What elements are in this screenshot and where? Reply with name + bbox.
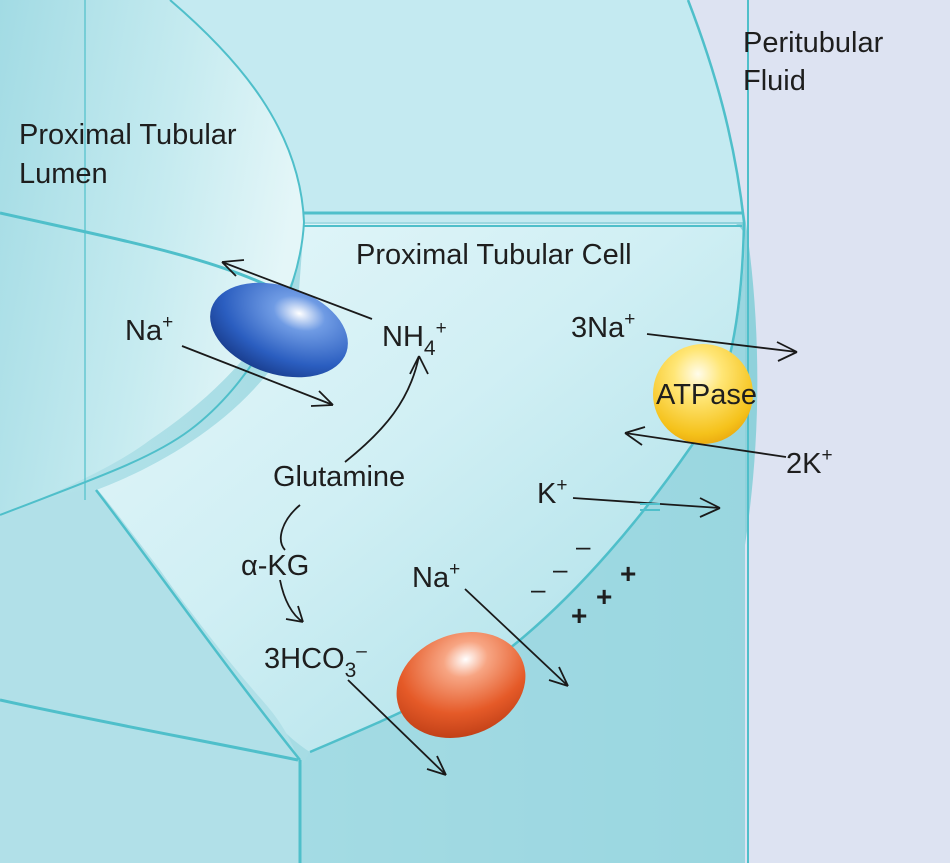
hco3-cotransport-arrow (347, 679, 447, 776)
glutamine-to-akg-arrow (280, 504, 301, 551)
atpase-label: ATPase (656, 379, 757, 411)
nhe3-exchanger (210, 282, 348, 378)
three-na-label: 3Na+ (571, 309, 635, 344)
akg-to-hco3-arrow (279, 579, 304, 623)
na-reabsorption-arrow (181, 345, 334, 407)
two-k-label: 2K+ (786, 445, 833, 480)
proximal-tubular-cell (96, 224, 745, 752)
peritubular-label-line1: Peritubular (743, 27, 884, 59)
glutamine-label: Glutamine (273, 461, 405, 493)
cell-label: Proximal Tubular Cell (356, 239, 632, 271)
lower-left-cell (0, 489, 300, 863)
nh4-label: NH4+ (382, 318, 447, 360)
upper-cell (0, 0, 744, 222)
alpha-kg-label: α-KG (241, 550, 309, 582)
cell-junction-lower (0, 698, 299, 762)
minus-charge: – (553, 554, 568, 584)
na-k-atpase-pump (653, 344, 753, 444)
membrane-charges: – – – + + + (531, 531, 636, 631)
three-na-efflux-arrow (646, 333, 798, 362)
two-k-influx-arrow (624, 426, 787, 458)
lumen-label-line1: Proximal Tubular (19, 119, 237, 151)
hco3-label: 3HCO3– (264, 641, 367, 682)
minus-charge: – (576, 531, 591, 561)
lateral-membrane (95, 489, 301, 761)
na-basolateral-label: Na+ (412, 559, 460, 594)
minus-charge: – (531, 574, 546, 604)
peritubular-label-line2: Fluid (743, 65, 806, 97)
plus-charge: + (571, 600, 587, 631)
plus-charge: + (620, 558, 636, 589)
arrows (181, 259, 798, 776)
na-lumen-label: Na+ (125, 312, 173, 347)
na-cotransport-arrow (464, 588, 569, 687)
lumen-label-line2: Lumen (19, 158, 108, 190)
k-channel (640, 503, 660, 511)
k-label: K+ (537, 475, 567, 510)
plus-charge: + (596, 581, 612, 612)
nh4-secretion-arrow (221, 259, 373, 320)
na-hco3-cotransporter (396, 632, 526, 738)
glutamine-to-nh4-arrow (344, 355, 429, 463)
upper-cell-apical-membrane (169, 0, 305, 223)
tubular-lumen (0, 0, 304, 515)
